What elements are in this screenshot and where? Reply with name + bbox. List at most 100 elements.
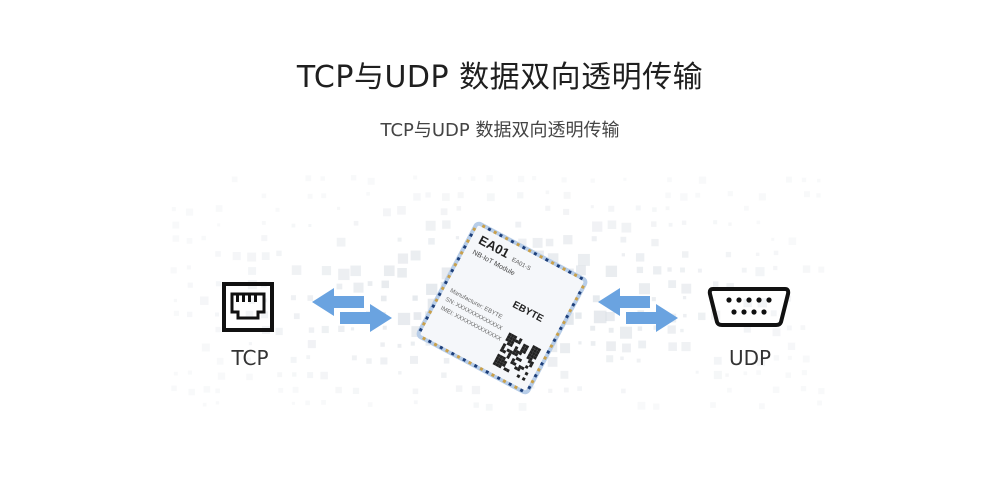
- background-square: [668, 342, 677, 351]
- background-square: [172, 221, 180, 229]
- module-pin: [450, 351, 455, 356]
- background-square: [713, 220, 718, 225]
- module-pin: [431, 304, 436, 309]
- background-square: [426, 283, 438, 295]
- background-square: [563, 191, 571, 199]
- background-square: [321, 193, 327, 199]
- qr-code-cell: [522, 350, 527, 355]
- qr-code-cell: [514, 339, 519, 344]
- background-square: [275, 327, 283, 336]
- module-pin: [580, 284, 585, 290]
- background-square: [456, 206, 462, 211]
- background-square: [292, 386, 299, 393]
- background-square: [683, 313, 687, 318]
- background-square: [591, 236, 597, 242]
- background-square: [787, 355, 792, 360]
- background-square: [338, 325, 345, 333]
- background-square: [232, 251, 241, 261]
- background-square: [186, 265, 191, 270]
- background-square: [695, 192, 701, 198]
- qr-code-cell: [497, 364, 502, 369]
- qr-code-cell: [519, 348, 524, 353]
- qr-code-cell: [505, 337, 510, 342]
- background-square: [216, 357, 224, 365]
- background-square: [668, 280, 677, 289]
- module-pin: [544, 257, 549, 262]
- background-square: [276, 250, 282, 257]
- background-square: [486, 193, 495, 202]
- background-square: [590, 325, 596, 331]
- qr-code-cell: [533, 349, 538, 354]
- background-square: [817, 178, 821, 183]
- module-pin: [493, 230, 498, 235]
- background-square: [442, 220, 451, 229]
- background-square: [352, 387, 360, 394]
- background-square: [187, 282, 193, 288]
- background-square: [743, 298, 753, 308]
- module-pin: [425, 315, 430, 321]
- module-pin: [433, 342, 438, 347]
- background-square: [637, 401, 646, 410]
- background-square: [713, 370, 722, 380]
- module-pin: [469, 233, 474, 238]
- module-pin: [462, 357, 467, 362]
- module-pin: [568, 308, 573, 313]
- qr-code-cell: [496, 353, 501, 358]
- qr-code-cell: [530, 347, 535, 352]
- qr-code-cell: [499, 348, 504, 353]
- qr-code-cell: [525, 344, 530, 349]
- background-square: [606, 341, 616, 352]
- background-square: [245, 357, 251, 363]
- background-square: [231, 176, 238, 183]
- background-square: [773, 250, 779, 256]
- background-square: [215, 251, 221, 257]
- background-square: [321, 266, 332, 276]
- background-square: [473, 402, 479, 408]
- background-square: [441, 267, 454, 280]
- module-pin: [456, 256, 461, 261]
- qr-code-cell: [495, 356, 500, 361]
- background-square: [201, 343, 210, 352]
- background-square: [186, 238, 193, 244]
- background-square: [517, 192, 524, 199]
- qr-code-cell: [535, 350, 540, 355]
- background-square: [397, 253, 409, 264]
- background-square: [622, 343, 631, 353]
- background-square: [290, 356, 297, 363]
- qr-code-cell: [503, 367, 508, 372]
- qr-code-cell: [524, 364, 529, 370]
- background-square: [637, 326, 643, 331]
- qr-code-cell: [507, 339, 512, 344]
- tcp-label: TCP: [231, 346, 269, 370]
- background-square: [291, 265, 302, 275]
- background-square: [470, 176, 476, 181]
- background-square: [442, 193, 450, 201]
- background-square: [680, 193, 688, 201]
- background-square: [545, 190, 550, 195]
- background-square: [410, 355, 418, 364]
- background-square: [215, 281, 222, 287]
- background-square: [547, 356, 558, 367]
- background-square: [261, 193, 267, 199]
- background-square: [560, 370, 569, 379]
- background-square: [635, 253, 645, 262]
- background-square: [336, 237, 346, 247]
- background-square: [698, 312, 706, 321]
- background-square: [215, 312, 219, 317]
- background-square: [713, 281, 719, 287]
- background-square: [547, 253, 559, 264]
- background-square: [353, 220, 359, 226]
- qr-code-cell: [529, 350, 534, 355]
- background-square: [802, 355, 810, 363]
- background-square: [200, 296, 209, 305]
- background-square: [680, 267, 685, 273]
- background-square: [623, 177, 627, 181]
- module-pin: [487, 227, 492, 232]
- module-pin: [549, 344, 554, 349]
- background-square: [290, 295, 296, 301]
- module-pin: [539, 361, 544, 366]
- background-square: [785, 372, 791, 378]
- background-square: [353, 282, 364, 293]
- background-square: [248, 297, 256, 304]
- background-square: [457, 192, 464, 199]
